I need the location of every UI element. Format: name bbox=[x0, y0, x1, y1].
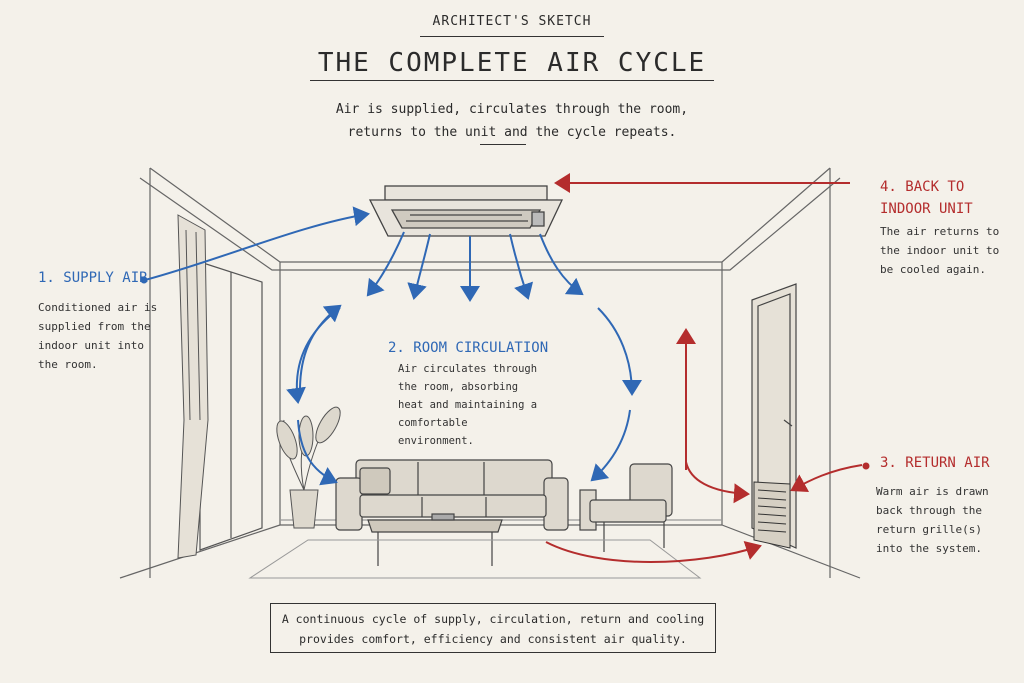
armchair-icon bbox=[579, 463, 673, 552]
circulation-heading: 2. ROOM CIRCULATION bbox=[388, 340, 549, 356]
return-grille-icon bbox=[753, 481, 791, 549]
return-dot-icon bbox=[862, 462, 870, 470]
subtitle-rule bbox=[480, 144, 526, 145]
subtitle-line-2: returns to the unit and the cycle repeat… bbox=[347, 125, 677, 140]
window-icon bbox=[199, 261, 263, 551]
circulation-reverse-arrow bbox=[299, 304, 342, 391]
back-text: The air returns to the indoor unit to be… bbox=[880, 225, 1000, 276]
back-heading-line-2: INDOOR UNIT bbox=[880, 201, 973, 217]
potted-plant-icon bbox=[276, 406, 341, 529]
subtitle-line-1: Air is supplied, circulates through the … bbox=[335, 102, 689, 117]
title-rule bbox=[310, 80, 714, 81]
supply-text: Conditioned air is supplied from the ind… bbox=[38, 301, 158, 371]
supply-heading: 1. SUPPLY AIR bbox=[38, 270, 148, 286]
back-heading-line-1: 4. BACK TO bbox=[880, 179, 965, 195]
supply-dot-icon bbox=[140, 276, 148, 284]
return-heading: 3. RETURN AIR bbox=[880, 455, 990, 471]
coffee-table-icon bbox=[367, 513, 503, 566]
return-text: Warm air is drawn back through the retur… bbox=[876, 485, 989, 555]
cassette-ac-unit-icon bbox=[368, 185, 564, 237]
summary-line-1: A continuous cycle of supply, circulatio… bbox=[281, 612, 705, 626]
subtitle: Air is supplied, circulates through the … bbox=[0, 98, 1024, 144]
sofa-icon bbox=[335, 459, 569, 531]
kicker: ARCHITECT'S SKETCH bbox=[432, 14, 592, 29]
summary-box: A continuous cycle of supply, circulatio… bbox=[270, 603, 716, 653]
back-heading: 4. BACK TO INDOOR UNIT bbox=[880, 176, 990, 220]
rug bbox=[248, 539, 702, 579]
summary-line-2: provides comfort, efficiency and consist… bbox=[299, 632, 687, 646]
circulation-text: Air circulates through the room, absorbi… bbox=[398, 363, 538, 447]
page-title: THE COMPLETE AIR CYCLE bbox=[317, 48, 707, 78]
curtain-icon bbox=[177, 214, 209, 559]
kicker-rule bbox=[420, 36, 604, 37]
return-arrows bbox=[545, 173, 863, 563]
